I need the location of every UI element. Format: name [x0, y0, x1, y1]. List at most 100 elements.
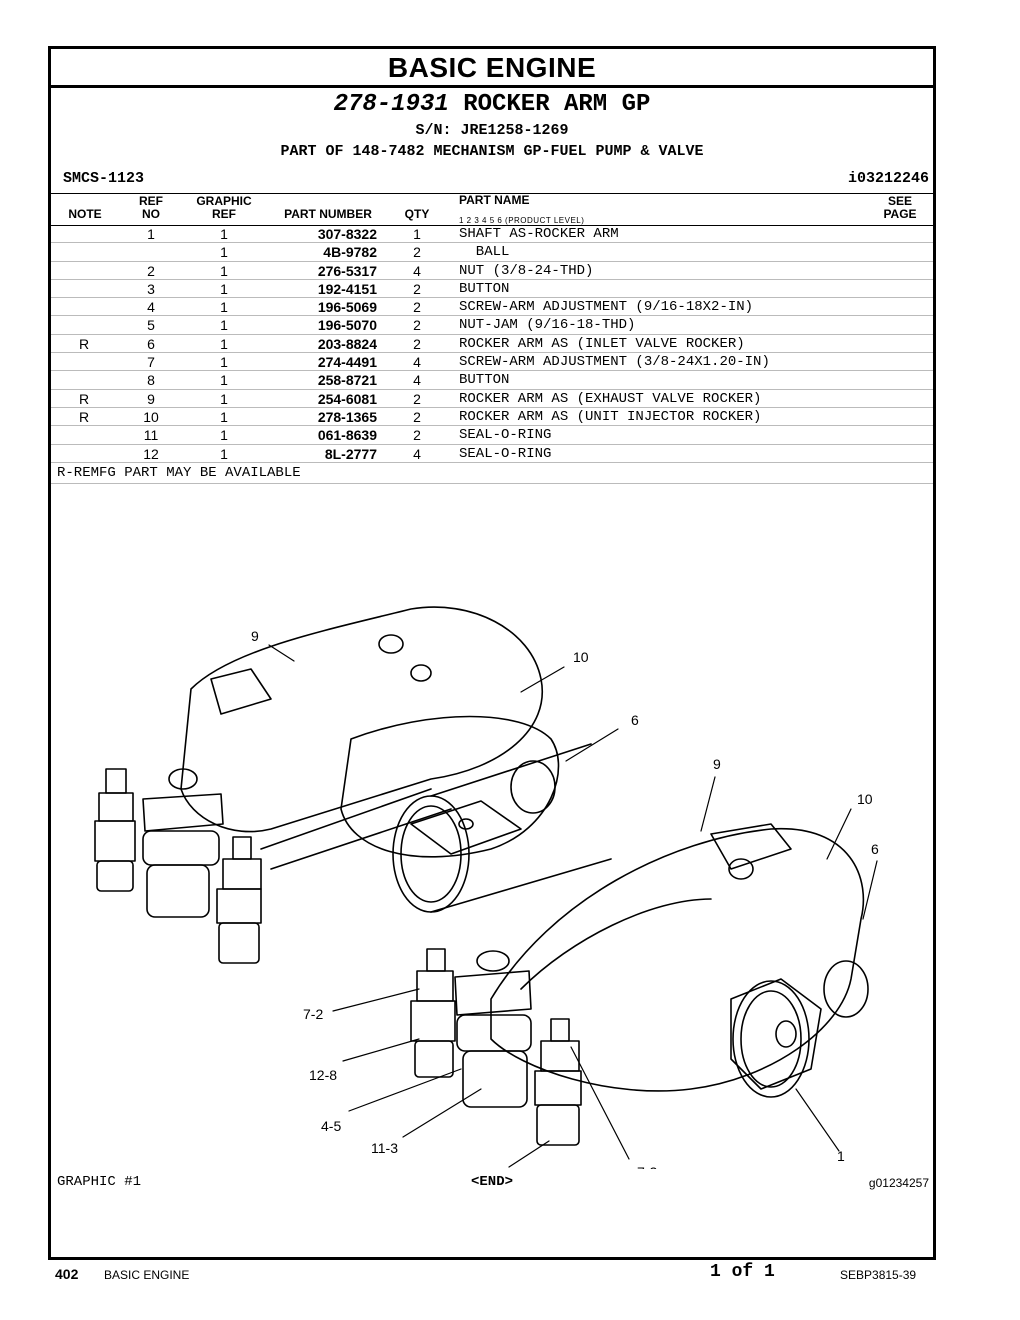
callout-1: 1 [837, 1148, 845, 1164]
serial-number: S/N: JRE1258-1269 [415, 122, 569, 139]
cell-qty: 2 [413, 335, 421, 352]
cell-part-name: NUT (3/8-24-THD) [459, 262, 594, 279]
callout-4-5: 4-5 [321, 1118, 341, 1134]
cell-part-name: SHAFT AS-ROCKER ARM [459, 226, 619, 242]
header-qty: QTY [404, 207, 430, 221]
cell-part-name: SEAL-O-RING [459, 445, 552, 462]
cell-part-number: 196-5069 [317, 299, 377, 316]
cell-qty: 4 [413, 372, 421, 389]
cell-note: R [78, 390, 90, 407]
end-marker: <END> [470, 1174, 513, 1190]
callout-11-3: 11-3 [371, 1140, 398, 1156]
cell-graphic-ref: 1 [220, 408, 228, 425]
smcs-code: SMCS-1123 [63, 170, 145, 187]
info-id: i03212246 [847, 170, 929, 187]
cell-qty: 4 [413, 262, 421, 279]
front-rocker-arm-assembly [490, 823, 869, 1092]
header-part-name: PART NAME [459, 193, 530, 207]
cell-ref-no: 9 [147, 390, 155, 407]
cell-graphic-ref: 1 [220, 226, 228, 242]
table-row: R 9 1 254-6081 2 ROCKER ARM AS (EXHAUST VALVE… [51, 390, 933, 408]
cell-ref-no: 12 [143, 445, 159, 462]
callout-7-2-right: 7-2 [637, 1164, 657, 1169]
cell-qty: 2 [413, 244, 421, 261]
cell-part-number: 274-4491 [317, 354, 377, 371]
cell-part-name: SCREW-ARM ADJUSTMENT (9/16-18X2-IN) [459, 299, 754, 316]
cell-qty: 2 [413, 390, 421, 407]
cell-graphic-ref: 1 [220, 280, 228, 297]
header-see-top: SEE [887, 194, 912, 208]
cell-ref-no: 10 [143, 408, 159, 425]
cell-qty: 2 [413, 317, 421, 334]
cell-graphic-ref: 1 [220, 354, 228, 371]
footer-section: BASIC ENGINE [104, 1268, 190, 1282]
cell-graphic-ref: 1 [220, 299, 228, 316]
cell-qty: 4 [413, 445, 421, 462]
cell-part-number: 276-5317 [317, 262, 377, 279]
rocker-arm-illustration: 9 10 6 9 10 6 7-2 12-8 4-5 11-3 12-8 7-2… [94, 606, 879, 1169]
header-ref-bottom: NO [142, 207, 160, 221]
header-note: NOTE [68, 207, 102, 221]
page-frame: BASIC ENGINE 278-1931 ROCKER ARM GP S/N:… [48, 46, 936, 1260]
cell-graphic-ref: 1 [220, 427, 228, 444]
cell-note: R [78, 335, 90, 352]
cell-part-name: SCREW-ARM ADJUSTMENT (3/8-24X1.20-IN) [459, 354, 770, 371]
cell-part-number: 192-4151 [317, 280, 377, 297]
cell-part-number: 061-8639 [317, 427, 377, 444]
cell-graphic-ref: 1 [220, 372, 228, 389]
header-ref-top: REF [139, 194, 163, 208]
footer-document-number: SEBP3815-39 [840, 1268, 917, 1282]
cell-part-name: ROCKER ARM AS (INLET VALVE ROCKER) [459, 335, 745, 352]
group-title: 278-1931 ROCKER ARM GP [51, 91, 933, 118]
graphic-number: g01234257 [868, 1176, 929, 1190]
cell-graphic-ref: 1 [220, 262, 228, 279]
footer-page-number: 402 [55, 1266, 79, 1282]
callout-9-rear: 9 [251, 628, 259, 644]
cell-graphic-ref: 1 [220, 317, 228, 334]
group-number: 278-1931 [333, 91, 449, 118]
callout-10-front: 10 [857, 791, 873, 807]
cell-part-name: ROCKER ARM AS (EXHAUST VALVE ROCKER) [459, 390, 762, 407]
cell-part-number: 196-5070 [317, 317, 377, 334]
remfg-divider [51, 483, 933, 484]
cell-graphic-ref: 1 [220, 335, 228, 352]
callout-6-front: 6 [871, 841, 879, 857]
cell-qty: 2 [413, 280, 421, 297]
cell-part-name: NUT-JAM (9/16-18-THD) [459, 317, 636, 334]
table-row: 2 1 276-5317 4 NUT (3/8-24-THD) [51, 262, 933, 280]
header-see-bottom: PAGE [883, 207, 917, 221]
callout-7-2-left: 7-2 [303, 1006, 323, 1022]
rear-adjusting-screws [94, 768, 262, 964]
cell-ref-no: 2 [147, 262, 155, 279]
cell-part-number: 278-1365 [317, 408, 377, 425]
cell-part-name: BALL [459, 244, 510, 261]
cell-qty: 1 [413, 226, 421, 242]
footer-page-of: 1 of 1 [710, 1262, 775, 1282]
cell-part-number: 8L-2777 [324, 445, 377, 462]
cell-part-name: SEAL-O-RING [459, 427, 552, 444]
callout-leaders [268, 644, 878, 1168]
cell-part-number: 258-8721 [317, 372, 377, 389]
cell-graphic-ref: 1 [220, 390, 228, 407]
front-adjusting-screws [410, 948, 582, 1146]
header-product-level: 1 2 3 4 5 6 (PRODUCT LEVEL) [459, 216, 585, 225]
cell-ref-no: 1 [147, 226, 155, 242]
cell-qty: 2 [413, 427, 421, 444]
cell-ref-no: 11 [143, 427, 159, 444]
callout-6-rear: 6 [631, 712, 639, 728]
cell-part-number: 254-6081 [317, 390, 377, 407]
cell-part-number: 203-8824 [317, 335, 377, 352]
cell-ref-no: 4 [147, 299, 155, 316]
rocker-shaft [392, 743, 822, 1098]
rear-rocker-arm-assembly [180, 606, 560, 870]
cell-ref-no: 7 [147, 354, 155, 371]
